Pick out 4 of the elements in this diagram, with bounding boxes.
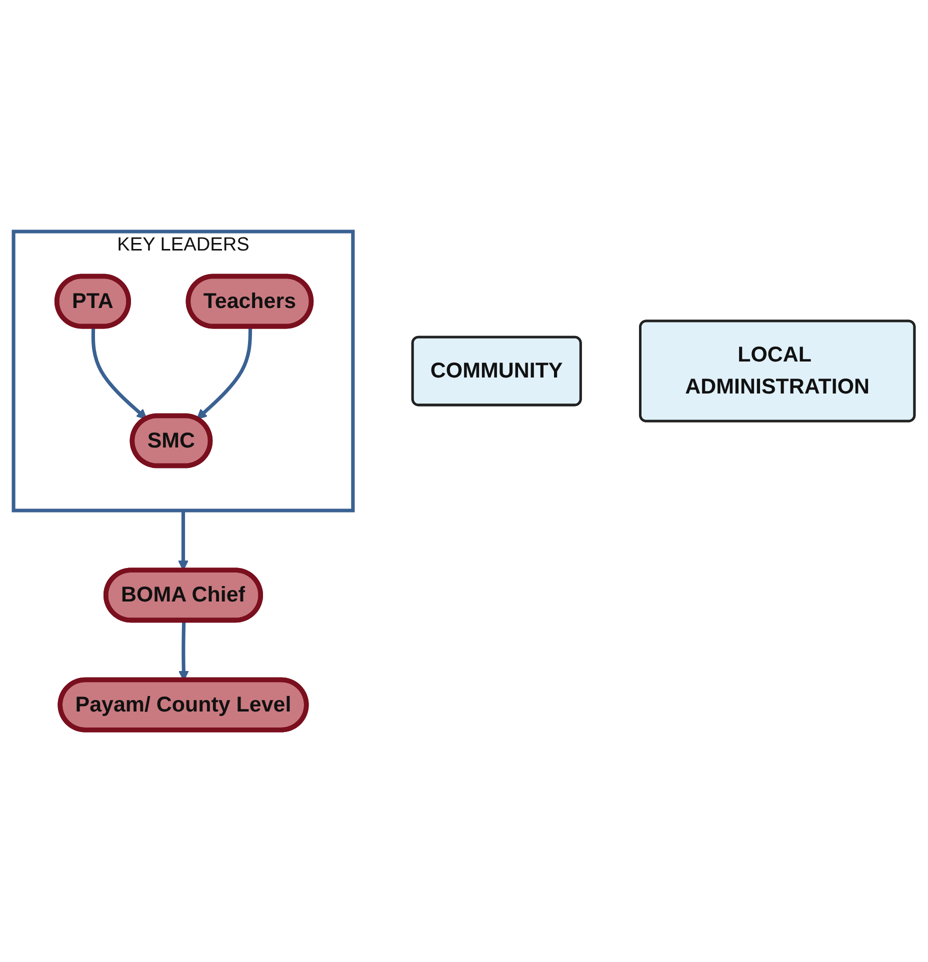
flowchart: KEY LEADERS PTA SMC Teachers BOMA Chief Payam/ County Level COMMUNITY LOCAL ADMINISTRATION [4, 222, 924, 740]
cluster [12, 230, 355, 513]
arrow [91, 327, 148, 420]
arrow [196, 327, 252, 420]
